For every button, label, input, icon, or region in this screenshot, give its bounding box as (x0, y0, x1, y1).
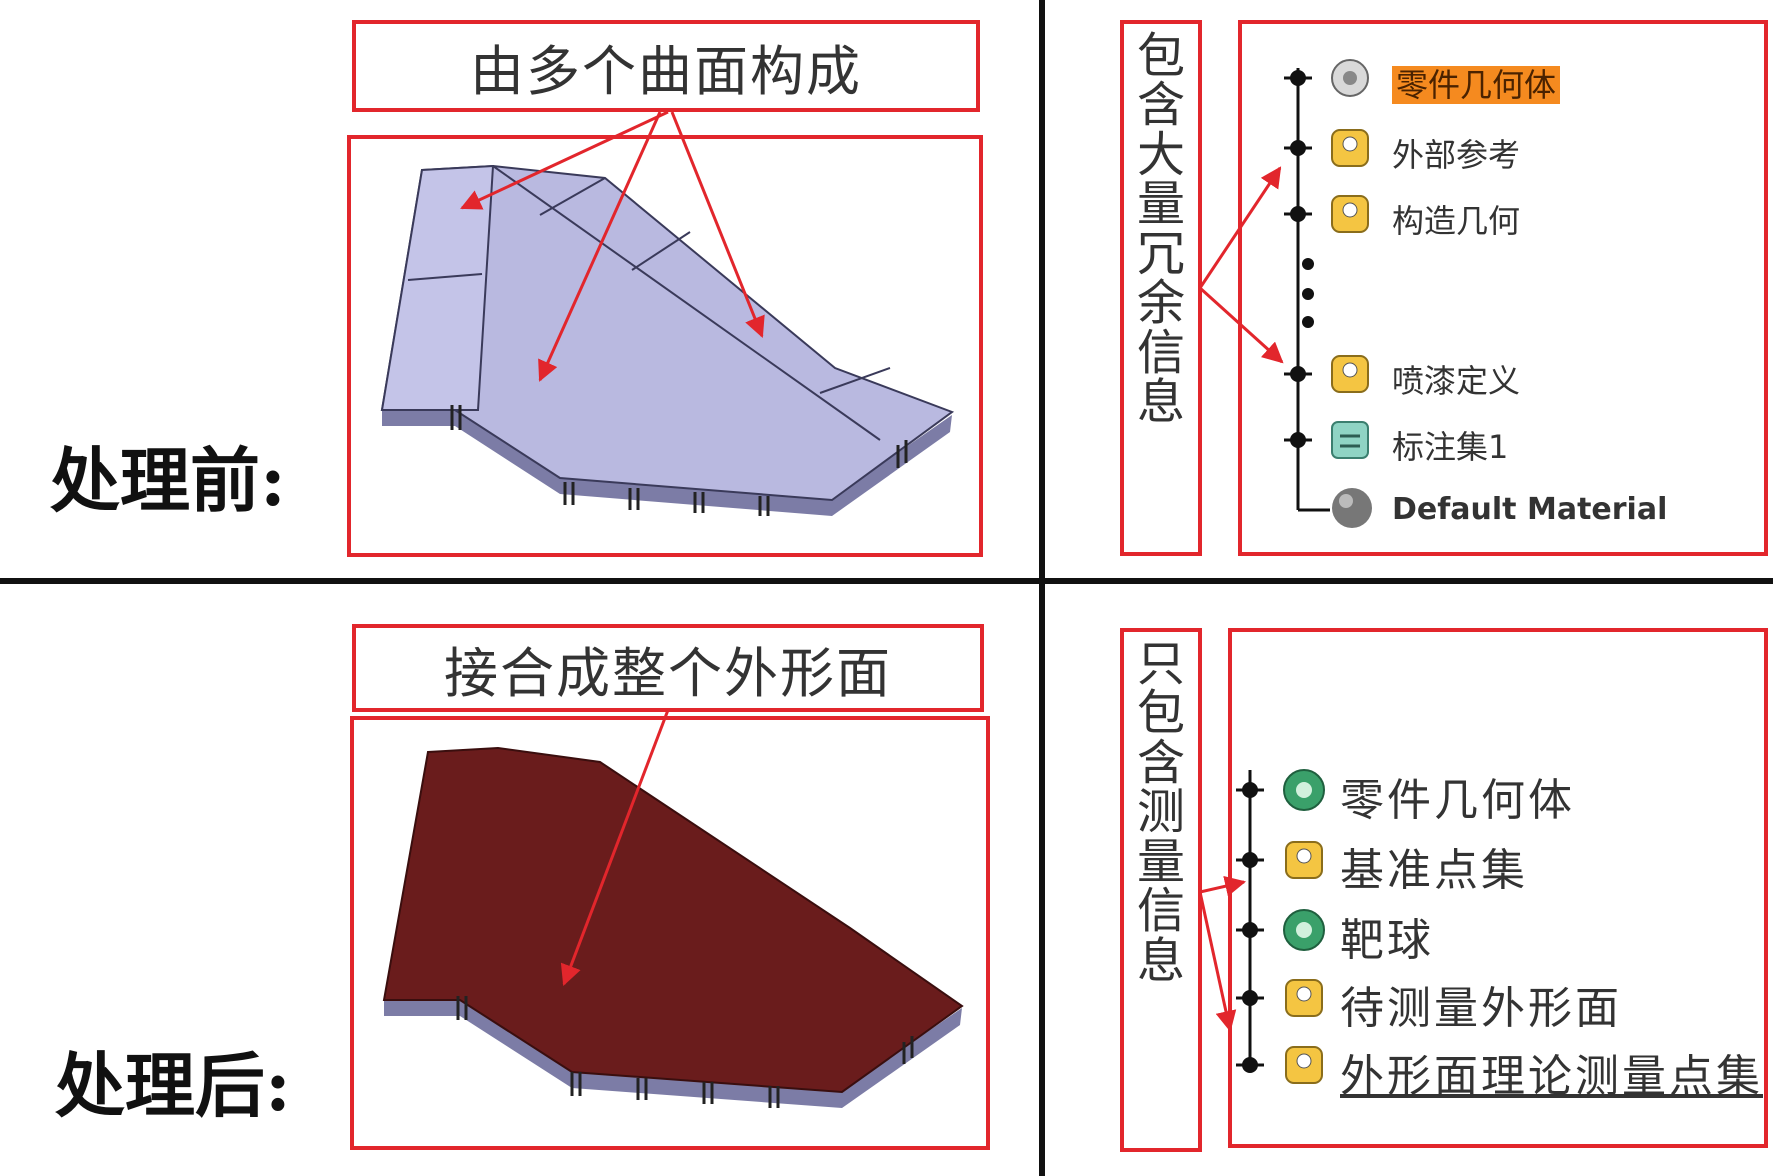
tree-item-paint-definition[interactable]: 喷漆定义 (1392, 362, 1521, 400)
horizontal-divider (0, 578, 1773, 584)
mounting-tabs (450, 405, 908, 516)
after-tree-connectors (1236, 770, 1264, 1073)
after-part-model (382, 746, 964, 1108)
geometric-set-icon (1285, 979, 1323, 1017)
tree-item-annotation-set[interactable]: 标注集1 (1392, 428, 1509, 466)
side-label-char: 息 (1136, 374, 1185, 431)
side-label-char: 冗 (1136, 225, 1185, 282)
tree-item-surface-to-measure[interactable]: 待测量外形面 (1340, 983, 1622, 1034)
side-label-char: 量 (1136, 176, 1185, 233)
after-tree-icons (1283, 769, 1325, 1084)
tree-item-part-body[interactable]: 零件几何体 (1340, 775, 1575, 826)
after-model-frame (350, 716, 990, 1150)
before-model-frame (347, 135, 983, 557)
geometric-set-icon (1285, 841, 1323, 879)
before-stage-label: 处理前: (50, 439, 286, 522)
tree-item-target-ball[interactable]: 靶球 (1340, 915, 1434, 966)
gear-icon (1283, 909, 1325, 951)
tree-item-construction-geometry[interactable]: 构造几何 (1392, 202, 1521, 240)
geometric-set-icon (1331, 355, 1369, 393)
after-tree-frame (1228, 628, 1768, 1148)
after-side-arrows (1198, 875, 1247, 1033)
side-label-char: 余 (1136, 275, 1185, 332)
geometric-set-icon (1285, 1046, 1323, 1084)
before-tree-connectors (1284, 68, 1330, 512)
side-label-char: 含 (1136, 734, 1185, 791)
tree-item-part-body[interactable]: 零件几何体 (1392, 60, 1561, 106)
before-tree-frame (1238, 20, 1768, 556)
before-side-label: 包含大量冗余信息 (1120, 20, 1202, 556)
before-part-model (380, 164, 955, 516)
before-tree-icons (1331, 59, 1372, 528)
annotation-set-icon (1331, 421, 1369, 459)
side-label-char: 测 (1136, 784, 1185, 841)
gear-icon (1283, 769, 1325, 811)
material-sphere-icon (1332, 488, 1372, 528)
after-caption-arrow (560, 709, 670, 986)
side-label-char: 信 (1136, 324, 1185, 381)
side-label-char: 息 (1136, 932, 1185, 989)
tree-item-theoretical-point-set[interactable]: 外形面理论测量点集 (1340, 1051, 1763, 1102)
geometric-set-icon (1331, 195, 1369, 233)
side-label-char: 量 (1136, 833, 1185, 890)
after-stage-label: 处理后: (55, 1044, 291, 1127)
side-label-char: 只 (1136, 636, 1185, 692)
after-caption: 接合成整个外形面 (352, 624, 984, 712)
side-label-char: 含 (1136, 77, 1185, 134)
gear-icon (1331, 59, 1369, 97)
vertical-divider (1039, 0, 1045, 1176)
before-caption: 由多个曲面构成 (352, 20, 980, 112)
before-caption-arrows (460, 110, 765, 382)
tree-item-datum-point-set[interactable]: 基准点集 (1340, 845, 1528, 896)
after-side-label: 只包含测量信息 (1120, 628, 1202, 1152)
side-label-char: 包 (1136, 685, 1185, 742)
geometric-set-icon (1331, 129, 1369, 167)
tree-item-external-refs[interactable]: 外部参考 (1392, 136, 1521, 174)
side-label-char: 大 (1136, 126, 1185, 183)
tree-item-default-material[interactable]: Default Material (1392, 492, 1668, 527)
tree-expand-nodes (1290, 70, 1314, 448)
side-label-char: 信 (1136, 883, 1185, 940)
side-label-char: 包 (1136, 28, 1185, 84)
